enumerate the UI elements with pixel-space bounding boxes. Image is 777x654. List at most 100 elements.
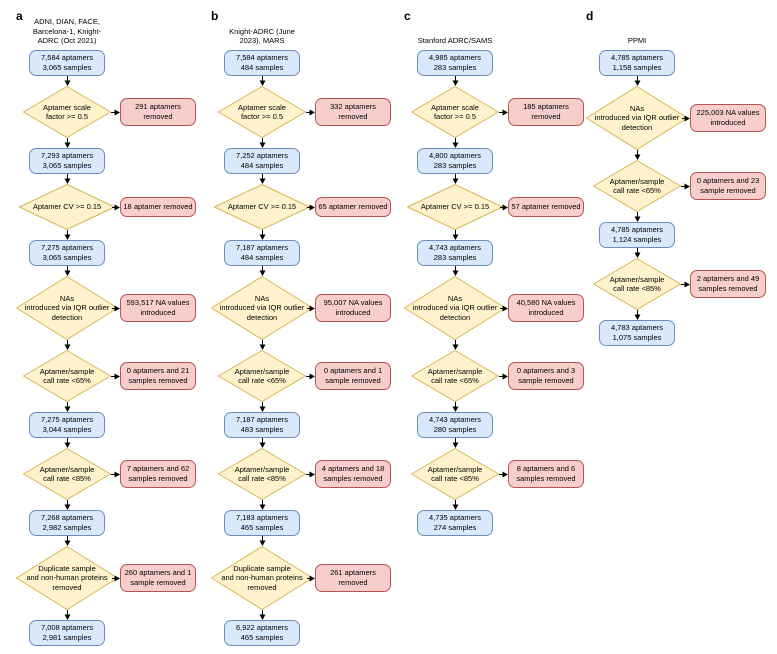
process-box: 4,743 aptamers 280 samples [417, 412, 493, 438]
arrow-down-icon [452, 438, 458, 448]
flow-step: 7,293 aptamers 3,065 samples [8, 148, 198, 174]
flow-step: Aptamer/sample call rate <65%0 aptamers … [8, 350, 198, 402]
process-box: 4,985 aptamers 283 samples [417, 50, 493, 76]
arrow-down-icon [64, 76, 70, 86]
process-box-text: 4,985 aptamers 283 samples [428, 53, 482, 72]
decision-diamond: Duplicate sample and non-human proteins … [16, 546, 118, 610]
decision-diamond-text: Aptamer/sample call rate <85% [39, 464, 95, 483]
removed-box-text: 2 aptamers and 49 samples removed [696, 274, 760, 293]
arrow-right-icon [500, 204, 508, 210]
arrow-down-icon [64, 610, 70, 620]
panel-label: b [211, 9, 219, 23]
arrow-down-icon [64, 402, 70, 412]
arrow-down-icon [259, 402, 265, 412]
arrow-down-icon [259, 138, 265, 148]
removed-box-text: 65 aptamer removed [318, 202, 388, 212]
arrow-down-icon [259, 610, 265, 620]
arrow-right-icon [499, 471, 508, 477]
decision-diamond: Aptamer scale factor >= 0.5 [411, 86, 499, 138]
diamond-shape [411, 86, 499, 138]
panel-title: PPMI [572, 8, 702, 46]
decision-diamond-text: Aptamer scale factor >= 0.5 [431, 102, 479, 121]
removed-box-text: 593,517 NA values introduced [126, 298, 190, 317]
flow-step: NAs introduced via IQR outlier detection… [8, 276, 198, 340]
flow-step: NAs introduced via IQR outlier detection… [203, 276, 393, 340]
removed-box-text: 57 aptamer removed [511, 202, 581, 212]
arrow-right-icon [112, 575, 120, 581]
arrow-right-icon [499, 109, 508, 115]
removed-box: 40,580 NA values introduced [508, 294, 584, 322]
decision-diamond: Duplicate sample and non-human proteins … [211, 546, 313, 610]
removed-box: 8 aptamers and 6 samples removed [508, 460, 584, 488]
diamond-shape [23, 448, 111, 500]
arrow-down-icon [259, 230, 265, 240]
arrow-down-icon [259, 340, 265, 350]
removed-box-text: 225,003 NA values introduced [696, 108, 760, 127]
arrow-right-icon [307, 575, 315, 581]
process-box-text: 4,743 aptamers 280 samples [428, 415, 482, 434]
decision-diamond-text: Aptamer/sample call rate <65% [39, 366, 95, 385]
arrow-right-icon [682, 115, 690, 121]
panel-title-text: Stanford ADRC/SAMS [417, 36, 493, 46]
process-box-text: 7,293 aptamers 3,065 samples [40, 151, 94, 170]
removed-box: 65 aptamer removed [315, 197, 391, 217]
decision-diamond-text: Aptamer/sample call rate <85% [234, 464, 290, 483]
removed-box-text: 7 aptamers and 62 samples removed [126, 464, 190, 483]
decision-diamond-text: Aptamer CV >= 0.15 [32, 202, 102, 212]
flow-step: 4,743 aptamers 280 samples [396, 412, 586, 438]
process-box-text: 7,275 aptamers 3,044 samples [40, 415, 94, 434]
removed-box: 57 aptamer removed [508, 197, 584, 217]
arrow-down-icon [634, 150, 640, 160]
diamond-shape [411, 448, 499, 500]
diamond-shape [593, 160, 681, 212]
decision-diamond: Aptamer/sample call rate <85% [23, 448, 111, 500]
flow-step: Aptamer/sample call rate <85% 7 aptamers … [8, 448, 198, 500]
flow-step: 7,268 aptamers 2,982 samples [8, 510, 198, 536]
process-box: 7,584 aptamers 484 samples [224, 50, 300, 76]
flow-step: 4,785 aptamers 1,124 samples [578, 222, 768, 248]
decision-diamond-text: NAs introduced via IQR outlier detection [24, 293, 110, 322]
process-box: 7,584 aptamers 3,065 samples [29, 50, 105, 76]
process-box-text: 7,268 aptamers 2,982 samples [40, 513, 94, 532]
arrow-down-icon [452, 174, 458, 184]
decision-diamond: NAs introduced via IQR outlier detection [211, 276, 313, 340]
removed-box: 7 aptamers and 62 samples removed [120, 460, 196, 488]
process-box: 4,785 aptamers 1,124 samples [599, 222, 675, 248]
panel-label: c [404, 9, 411, 23]
removed-box-text: 260 aptamers and 1 sample removed [124, 568, 192, 587]
process-box: 4,735 aptamers 274 samples [417, 510, 493, 536]
removed-box-text: 332 aptamers removed [330, 102, 376, 121]
decision-diamond-text: Aptamer scale factor >= 0.5 [43, 102, 91, 121]
process-box: 7,293 aptamers 3,065 samples [29, 148, 105, 174]
removed-box: 18 aptamer removed [120, 197, 196, 217]
diamond-shape [411, 350, 499, 402]
arrow-down-icon [452, 340, 458, 350]
removed-box: 225,003 NA values introduced [690, 104, 766, 132]
decision-diamond-text: Duplicate sample and non-human proteins … [221, 563, 303, 592]
arrow-right-icon [681, 183, 690, 189]
removed-box-text: 0 aptamers and 3 sample removed [516, 366, 576, 385]
arrow-right-icon [306, 373, 315, 379]
diamond-shape [218, 86, 306, 138]
arrow-down-icon [259, 438, 265, 448]
flow-step: Aptamer/sample call rate <85%2 aptamers … [578, 258, 768, 310]
flow-step: Aptamer/sample call rate <65%0 aptamers … [396, 350, 586, 402]
arrow-down-icon [452, 402, 458, 412]
process-box-text: 7,584 aptamers 484 samples [235, 53, 289, 72]
decision-diamond-text: Duplicate sample and non-human proteins … [26, 563, 108, 592]
diamond-shape [23, 86, 111, 138]
removed-box: 332 aptamers removed [315, 98, 391, 126]
flow-step: NAs introduced via IQR outlier detection… [396, 276, 586, 340]
diamond-shape [407, 184, 503, 230]
panel-label: a [16, 9, 23, 23]
diamond-shape [214, 184, 310, 230]
arrow-down-icon [64, 340, 70, 350]
process-box: 7,008 aptamers 2,981 samples [29, 620, 105, 646]
arrow-down-icon [452, 138, 458, 148]
process-box: 7,252 aptamers 484 samples [224, 148, 300, 174]
